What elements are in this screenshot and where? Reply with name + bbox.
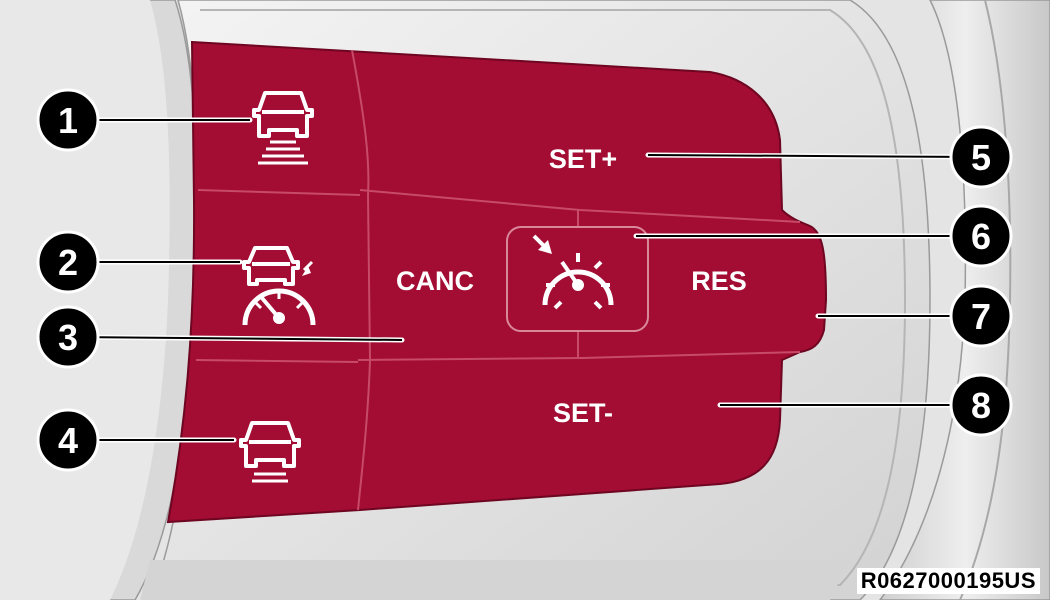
res-button[interactable]: RES — [691, 266, 747, 296]
callout-5: 5 — [949, 125, 1013, 189]
cruise-control-on-off-icon — [532, 234, 614, 310]
callout-2: 2 — [36, 230, 100, 294]
cruise-on-off-button[interactable] — [506, 226, 649, 332]
callout-4: 4 — [36, 408, 100, 472]
svg-text:5: 5 — [971, 137, 991, 178]
reference-code: R0627000195US — [856, 568, 1040, 594]
callout-6: 6 — [949, 204, 1013, 268]
callout-3: 3 — [36, 305, 100, 369]
svg-text:6: 6 — [971, 216, 991, 257]
distance-increase-button[interactable] — [252, 91, 314, 165]
set-minus-label: SET- — [553, 398, 613, 428]
set-plus-label: SET+ — [549, 144, 617, 174]
cruise-control-panel — [166, 40, 828, 524]
callout-1: 1 — [36, 88, 100, 152]
svg-text:8: 8 — [971, 385, 991, 426]
adaptive-cruise-control-icon — [242, 246, 316, 326]
callout-7: 7 — [949, 284, 1013, 348]
svg-text:4: 4 — [58, 420, 78, 461]
canc-button[interactable]: CANC — [396, 266, 474, 296]
set-plus-button[interactable]: SET+ — [549, 144, 617, 174]
canc-label: CANC — [396, 266, 474, 296]
set-minus-button[interactable]: SET- — [553, 398, 613, 428]
svg-text:1: 1 — [58, 100, 78, 141]
vehicle-distance-increase-icon — [252, 91, 314, 165]
vehicle-distance-decrease-icon — [239, 421, 301, 483]
res-label: RES — [691, 266, 747, 296]
callout-8: 8 — [949, 373, 1013, 437]
svg-text:3: 3 — [58, 317, 78, 358]
distance-decrease-button[interactable] — [239, 421, 301, 483]
adaptive-cruise-button[interactable] — [242, 246, 316, 326]
svg-text:7: 7 — [971, 296, 991, 337]
svg-text:2: 2 — [58, 242, 78, 283]
